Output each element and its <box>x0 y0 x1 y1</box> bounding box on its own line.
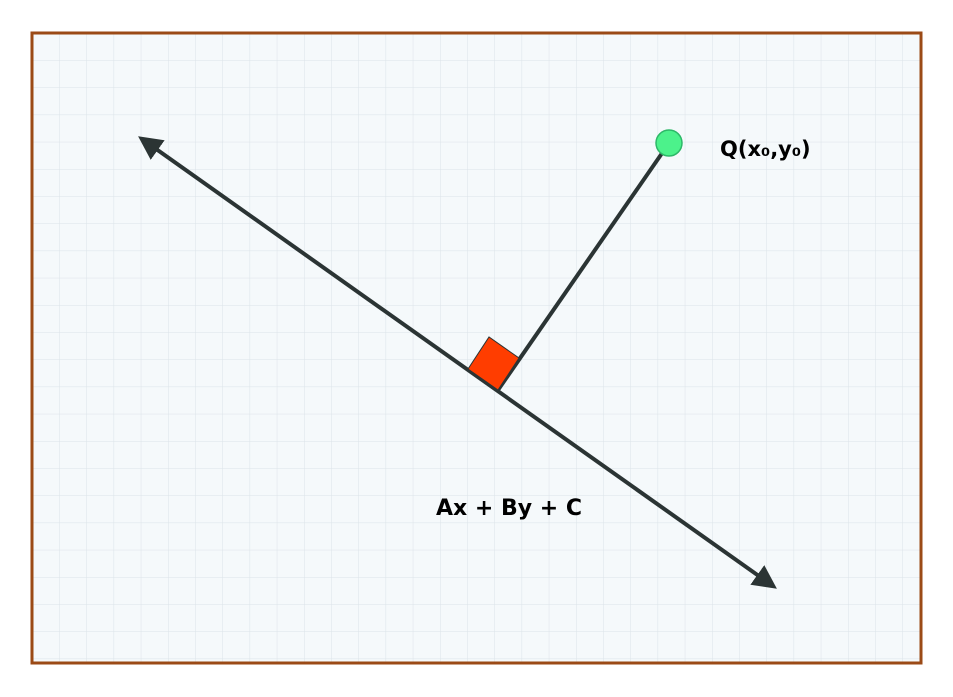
line-ax-by-c <box>138 136 777 589</box>
grid <box>32 33 921 663</box>
frame-border <box>30 31 923 665</box>
perpendicular-segment <box>496 144 669 392</box>
point-q-label: Q(x₀,y₀) <box>720 137 811 161</box>
point-q <box>655 129 683 157</box>
line-equation-label: Ax + By + C <box>436 496 582 521</box>
right-angle-marker <box>467 336 520 391</box>
